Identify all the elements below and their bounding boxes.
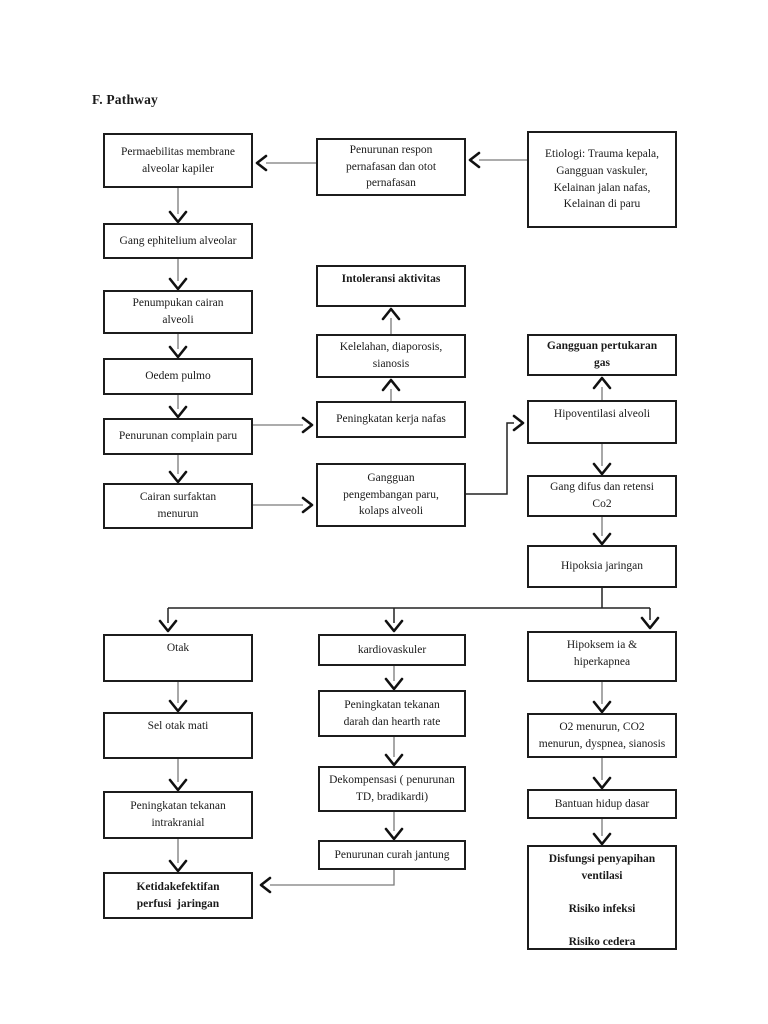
arrow-gang-difus-to-hipoksia: [592, 517, 612, 546]
arrow-cairan-surfaktan-to-gangguan-pengembangan: [253, 496, 314, 514]
arrow-tekanan-darah-to-dekompensasi: [384, 737, 404, 767]
arrow-permeabilitas-to-gang-ephitelium: [168, 188, 188, 224]
arrow-sel-otak-to-tekanan-intrakranial: [168, 759, 188, 792]
node-bantuan-hidup-dasar: Bantuan hidup dasar: [527, 789, 677, 819]
node-otak: Otak: [103, 634, 253, 682]
node-disfungsi-penyapihan: Disfungsi penyapihan ventilasi Risiko in…: [527, 845, 677, 950]
arrow-dekompensasi-to-curah-jantung: [384, 812, 404, 841]
arrow-curah-jantung-to-ketidakefektifan: [259, 870, 395, 894]
arrow-hipoksemia-to-o2-menurun: [592, 682, 612, 714]
arrow-etiologi-to-penurunan-respon: [468, 151, 527, 169]
node-sel-otak-mati: Sel otak mati: [103, 712, 253, 759]
arrow-oedem-to-penurunan-complain: [168, 395, 188, 419]
arrow-tekanan-intrakranial-to-ketidakefektifan: [168, 839, 188, 873]
arrow-penurunan-complain-to-kerja-nafas: [253, 416, 314, 434]
node-hipoksia-jaringan: Hipoksia jaringan: [527, 545, 677, 588]
node-gang-ephitelium: Gang ephitelium alveolar: [103, 223, 253, 259]
arrow-penurunan-respon-to-permeabilitas: [255, 154, 316, 172]
arrow-hipoventilasi-to-pertukaran-gas: [592, 376, 612, 400]
arrow-bantuan-hidup-to-disfungsi: [592, 819, 612, 846]
node-peningkatan-tekanan-darah: Peningkatan tekanan darah dan hearth rat…: [318, 690, 466, 737]
node-oedem-pulmo: Oedem pulmo: [103, 358, 253, 395]
node-penurunan-complain: Penurunan complain paru: [103, 418, 253, 455]
node-gangguan-pengembangan: Gangguan pengembangan paru, kolaps alveo…: [316, 463, 466, 527]
node-hipoventilasi-alveoli: Hipoventilasi alveoli: [527, 400, 677, 444]
node-cairan-surfaktan: Cairan surfaktan menurun: [103, 483, 253, 529]
arrow-otak-to-sel-otak: [168, 682, 188, 713]
arrow-hipoventilasi-to-gang-difus: [592, 444, 612, 476]
node-intoleransi-aktivitas: Intoleransi aktivitas: [316, 265, 466, 307]
node-gangguan-pertukaran-gas: Gangguan pertukaran gas: [527, 334, 677, 376]
node-peningkatan-tekanan-intrakranial: Peningkatan tekanan intrakranial: [103, 791, 253, 839]
branch-hipoksia-split: [158, 588, 660, 633]
node-penurunan-curah-jantung: Penurunan curah jantung: [318, 840, 466, 870]
node-permeabilitas-membrane: Permaebilitas membrane alveolar kapiler: [103, 133, 253, 188]
node-dekompensasi: Dekompensasi ( penurunan TD, bradikardi): [318, 766, 466, 812]
node-o2-menurun: O2 menurun, CO2 menurun, dyspnea, sianos…: [527, 713, 677, 758]
arrow-penurunan-complain-to-cairan-surfaktan: [168, 455, 188, 484]
node-peningkatan-kerja-nafas: Peningkatan kerja nafas: [316, 401, 466, 438]
node-ketidakefektifan-perfusi: Ketidakefektifan perfusi jaringan: [103, 872, 253, 919]
arrow-o2-menurun-to-bantuan-hidup: [592, 758, 612, 790]
node-hipoksemia-hiperkapnea: Hipoksem ia & hiperkapnea: [527, 631, 677, 682]
arrow-penumpukan-to-oedem: [168, 334, 188, 359]
arrow-kardiovaskuler-to-tekanan-darah: [384, 666, 404, 691]
arrow-gang-ephitelium-to-penumpukan: [168, 259, 188, 291]
node-penumpukan-cairan: Penumpukan cairan alveoli: [103, 290, 253, 334]
page-title: F. Pathway: [92, 92, 159, 107]
arrow-kerja-nafas-to-kelelahan: [381, 378, 401, 401]
node-kelelahan: Kelelahan, diaporosis, sianosis: [316, 334, 466, 378]
node-etiologi: Etiologi: Trauma kepala, Gangguan vaskul…: [527, 131, 677, 228]
node-gang-difus: Gang difus dan retensi Co2: [527, 475, 677, 517]
arrow-kelelahan-to-intoleransi: [381, 307, 401, 334]
node-penurunan-respon: Penurunan respon pernafasan dan otot per…: [316, 138, 466, 196]
node-kardiovaskuler: kardiovaskuler: [318, 634, 466, 666]
arrow-gangguan-pengembangan-to-hipoventilasi: [466, 414, 525, 495]
